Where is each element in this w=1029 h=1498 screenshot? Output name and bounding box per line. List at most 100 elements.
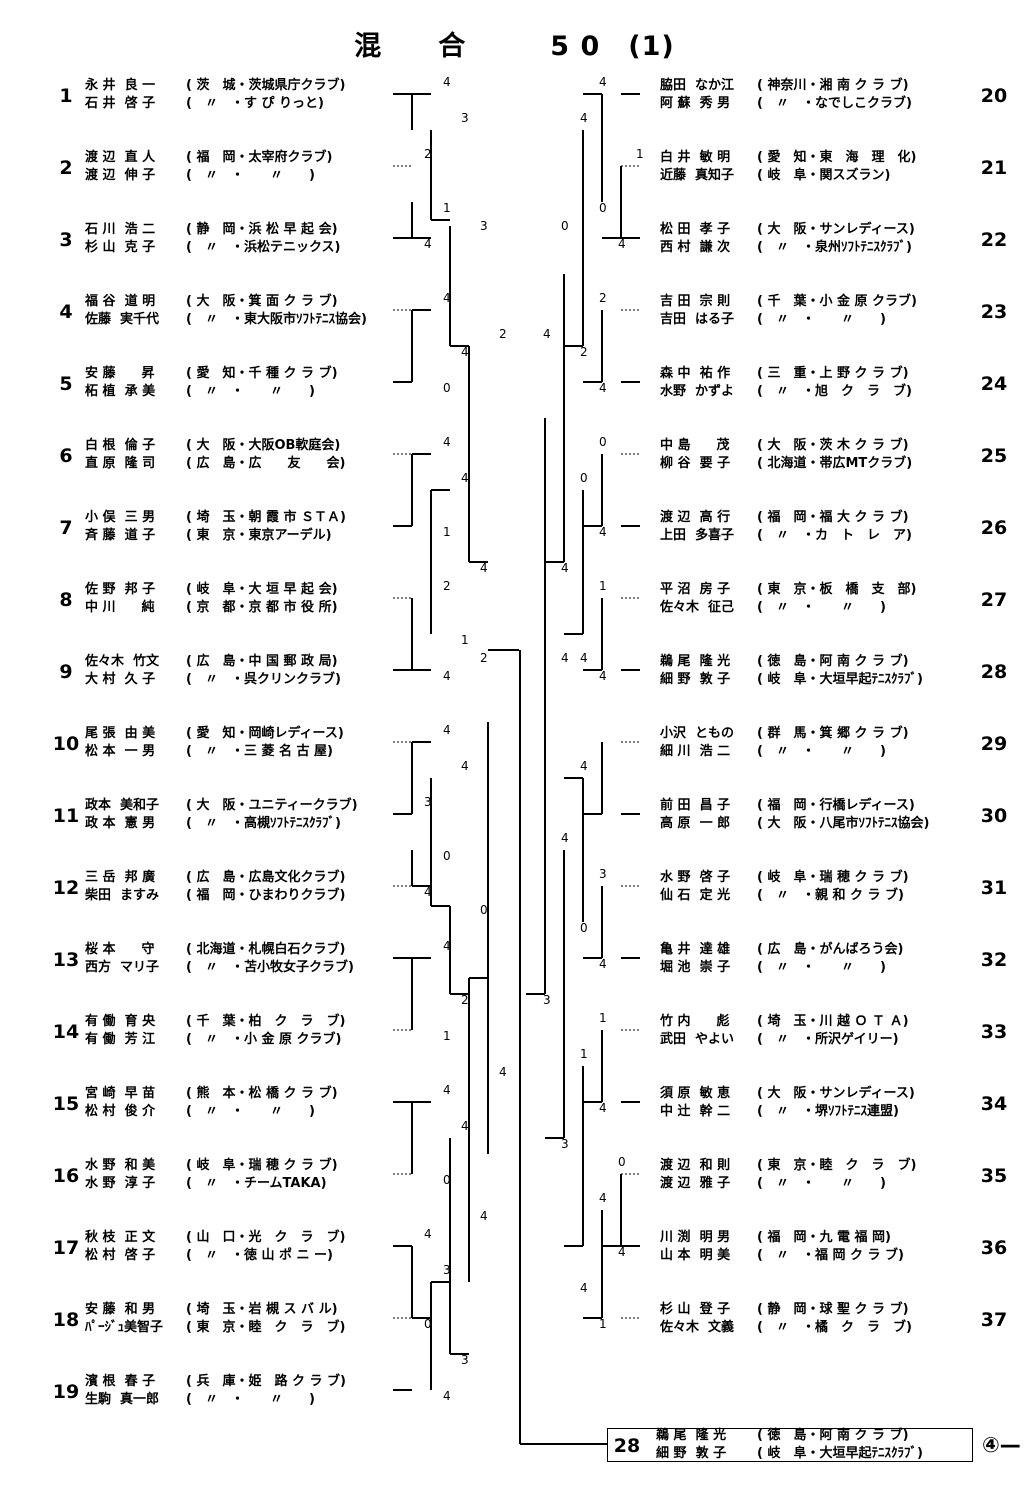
match-score: 1 (599, 579, 607, 593)
player-name: 直 原 隆 司 (85, 456, 156, 471)
entry-seed: 27 (980, 589, 1008, 611)
match-score: 4 (424, 237, 432, 251)
entry-seed: 33 (980, 1021, 1008, 1043)
player-name: 有 働 芳 江 (85, 1032, 156, 1047)
match-score: 4 (443, 75, 451, 89)
entry-seed: 2 (59, 157, 73, 179)
club-name: ( 愛 知・岡崎レディース) (186, 726, 344, 741)
club-name: ( 広 島・がんばろう会) (757, 942, 904, 957)
winner-club2: ( 岐 阜・大垣早起ﾃﾆｽｸﾗﾌﾞ) (757, 1446, 923, 1461)
match-score: 2 (461, 993, 469, 1007)
club-name: ( 大 阪・サンレディース) (757, 222, 915, 237)
entry-seed: 13 (52, 949, 80, 971)
club-name: ( 埼 玉・朝 霞 市 ＳＴＡ) (186, 510, 346, 525)
club-name: ( 〃 ・ 〃 ) (186, 384, 315, 399)
club-name: ( 福 岡・ひまわりクラブ) (186, 888, 346, 903)
club-name: ( 〃 ・親 和 ク ラ ブ) (757, 888, 904, 903)
player-name: 宮 崎 早 苗 (85, 1086, 156, 1101)
club-name: ( 〃 ・呉クリンクラブ) (186, 672, 341, 687)
club-name: ( 愛 知・東 海 理 化) (757, 150, 917, 165)
match-score: 1 (599, 1317, 607, 1331)
entry-seed: 30 (980, 805, 1008, 827)
winner-seed: 28 (613, 1435, 641, 1457)
club-name: ( 〃 ・す ぴ りっと) (186, 96, 324, 111)
player-name: 佐々木 文義 (660, 1320, 735, 1335)
entry-seed: 23 (980, 301, 1008, 323)
player-name: 白 井 敏 明 (660, 150, 731, 165)
player-name: 山 本 明 美 (660, 1248, 731, 1263)
player-name: 鵜 尾 隆 光 (660, 654, 731, 669)
club-name: ( 〃 ・所沢ゲイリー) (757, 1032, 899, 1047)
player-name: 小 俣 三 男 (85, 510, 156, 525)
club-name: ( 東 京・睦 ク ラ ブ) (186, 1320, 346, 1335)
entry-seed: 12 (52, 877, 80, 899)
player-name: 渡 辺 高 行 (660, 510, 731, 525)
match-score: 4 (443, 435, 451, 449)
entry-seed: 28 (980, 661, 1008, 683)
club-name: ( 岐 阜・関スズラン) (757, 168, 891, 183)
entry-seed: 5 (59, 373, 73, 395)
match-score: 2 (580, 345, 588, 359)
player-name: 近藤 真知子 (660, 168, 735, 183)
match-score: 0 (443, 381, 451, 395)
match-score: 2 (499, 327, 507, 341)
match-score: 4 (580, 1281, 588, 1295)
match-score: 4 (461, 1119, 469, 1133)
club-name: ( 福 岡・福 大 ク ラ ブ) (757, 510, 909, 525)
match-score: 4 (424, 885, 432, 899)
player-name: 高 原 一 郎 (660, 816, 731, 831)
match-score: 4 (599, 1101, 607, 1115)
match-score: 4 (618, 1245, 626, 1259)
match-score: 3 (443, 1263, 451, 1277)
match-score: 0 (580, 471, 588, 485)
player-name: 松 村 啓 子 (85, 1248, 156, 1263)
match-score: 4 (443, 669, 451, 683)
player-name: 水 野 啓 子 (660, 870, 731, 885)
player-name: 杉 山 登 子 (660, 1302, 731, 1317)
club-name: ( 〃 ・浜松テニックス) (186, 240, 341, 255)
entry-seed: 34 (980, 1093, 1008, 1115)
player-name: 中 辻 幹 二 (660, 1104, 731, 1119)
player-name: 吉 田 宗 則 (660, 294, 731, 309)
entry-seed: 19 (52, 1381, 80, 1403)
match-score: 1 (443, 1029, 451, 1043)
player-name: 吉田 はる子 (660, 312, 735, 327)
match-score: 4 (561, 651, 569, 665)
match-score: 0 (424, 1317, 432, 1331)
match-score: 3 (424, 795, 432, 809)
club-name: ( 東 京・東京アーデル) (186, 528, 332, 543)
player-name: 中 島 茂 (660, 438, 730, 453)
player-name: 安 藤 昇 (85, 366, 155, 381)
club-name: ( 東 京・板 橋 支 部) (757, 582, 917, 597)
player-name: 渡 辺 雅 子 (660, 1176, 731, 1191)
club-name: ( 大 阪・茨 木 ク ラ ブ) (757, 438, 909, 453)
club-name: ( 山 口・光 ク ラ ブ) (186, 1230, 346, 1245)
next-round-marker: ④— (982, 1433, 1021, 1457)
player-name: 佐藤 実千代 (85, 312, 160, 327)
player-name: 有 働 育 央 (85, 1014, 156, 1029)
player-name: 松 村 俊 介 (85, 1104, 156, 1119)
match-score: 4 (599, 525, 607, 539)
winner-box (607, 1428, 973, 1462)
winner-club1: ( 徳 島・阿 南 ク ラ ブ) (757, 1428, 909, 1443)
club-name: ( 〃 ・ 〃 ) (757, 960, 886, 975)
club-name: ( 北海道・札幌白石クラブ) (186, 942, 346, 957)
entry-seed: 9 (59, 661, 73, 683)
entry-seed: 24 (980, 373, 1008, 395)
match-score: 0 (599, 435, 607, 449)
match-score: 4 (599, 1191, 607, 1205)
player-name: 細 野 敦 子 (660, 672, 731, 687)
entry-seed: 7 (59, 517, 73, 539)
entry-seed: 16 (52, 1165, 80, 1187)
club-name: ( 広 島・広島文化クラブ) (186, 870, 346, 885)
club-name: ( 岐 阜・瑞 穂 ク ラ ブ) (757, 870, 909, 885)
player-name: 西 村 謙 次 (660, 240, 731, 255)
player-name: 石 井 啓 子 (85, 96, 156, 111)
winner-player2: 細 野 敦 子 (656, 1446, 727, 1461)
player-name: 中 川 純 (85, 600, 155, 615)
match-score: 1 (636, 147, 644, 161)
club-name: ( 神奈川・湘 南 ク ラ ブ) (757, 78, 909, 93)
player-name: 石 川 浩 二 (85, 222, 156, 237)
club-name: ( 岐 阜・大垣早起ﾃﾆｽｸﾗﾌﾞ) (757, 672, 923, 687)
player-name: 白 根 倫 子 (85, 438, 156, 453)
